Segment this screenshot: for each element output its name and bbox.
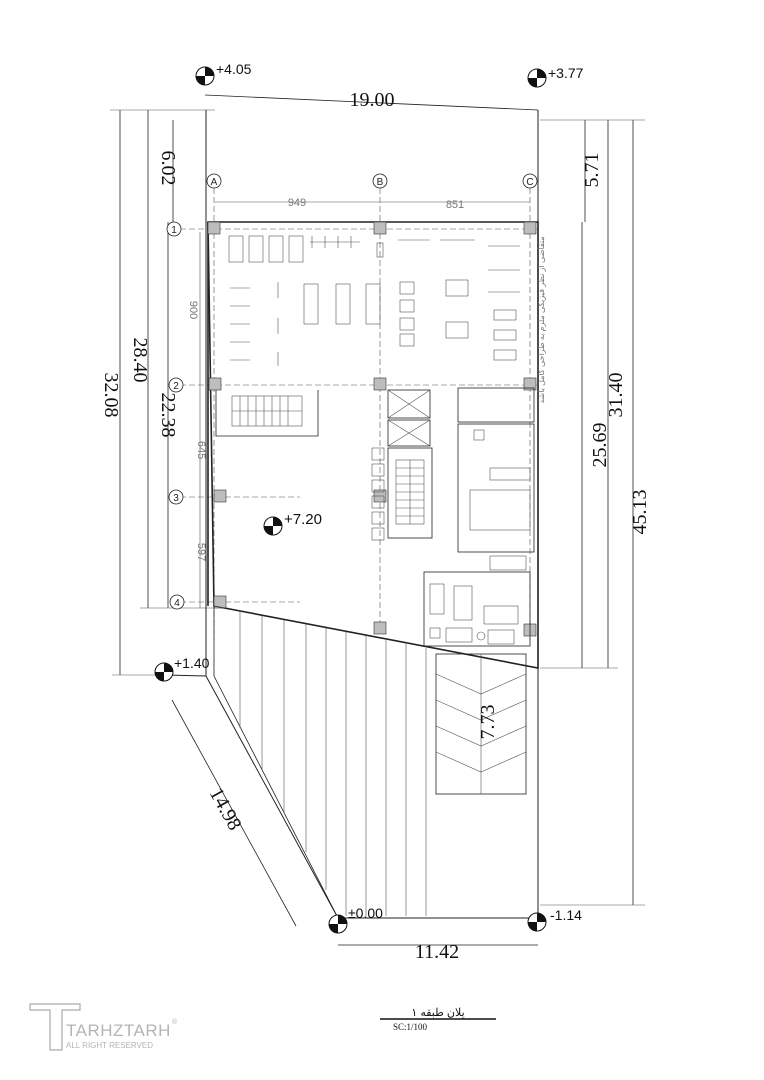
- structural-columns: [207, 221, 537, 637]
- lounge-furniture: [423, 571, 531, 647]
- level-marker-bottom-left: ±0.00: [328, 905, 383, 934]
- grid-row-1: 1: [171, 225, 177, 236]
- dim-top-width: 19.00: [350, 89, 395, 111]
- grid-col-c: C: [526, 177, 533, 188]
- plan-title: پلان طبقه ۱: [411, 1007, 464, 1019]
- grid-axes: A B C 1 2 3 4: [166, 173, 538, 640]
- svg-text:®: ®: [172, 1018, 178, 1026]
- stair-core: [215, 389, 433, 541]
- svg-text:+4.05: +4.05: [216, 61, 252, 77]
- dim-left-top: 6.02: [157, 151, 179, 186]
- dim-axis-12: 900: [187, 301, 199, 319]
- level-marker-top-left: +4.05: [195, 61, 252, 86]
- tarhztarh-logo: TARHZTARH ALL RIGHT RESERVED ®: [29, 1003, 178, 1051]
- grid-col-b: B: [377, 177, 384, 188]
- dimension-lines: 19.00 6.02 28.40 22.38 32.08 900 645 597…: [100, 89, 651, 963]
- dim-left-outer: 32.08: [100, 373, 122, 418]
- dim-left-inner: 22.38: [157, 393, 179, 438]
- level-marker-left-mid: +1.40: [154, 655, 210, 682]
- grid-col-a: A: [211, 177, 218, 188]
- svg-text:-1.14: -1.14: [550, 907, 582, 923]
- dim-right-mid: 25.69: [589, 423, 611, 468]
- service-rooms: [457, 387, 535, 571]
- dim-right-mid2: 31.40: [605, 373, 627, 418]
- dim-right-total: 45.13: [629, 490, 651, 535]
- dim-left-mid: 28.40: [129, 338, 151, 383]
- grid-row-2: 2: [173, 381, 179, 392]
- level-markers: +4.05 +3.77 +7.20 +1.40 ±0.00: [154, 61, 584, 934]
- dim-axis-23: 645: [195, 441, 207, 459]
- design-note: متقاضی از نظر فیزیکی ملزم به طراحی کامل …: [537, 236, 546, 403]
- grid-row-3: 3: [173, 493, 179, 504]
- dim-span-ab: 949: [288, 197, 306, 209]
- svg-text:+1.40: +1.40: [174, 655, 210, 671]
- gym-equipment: [228, 235, 520, 366]
- dim-diagonal: 14.98: [205, 784, 246, 834]
- grid-row-4: 4: [174, 598, 180, 609]
- logo-subtext: ALL RIGHT RESERVED: [66, 1041, 153, 1050]
- svg-text:±0.00: ±0.00: [348, 905, 383, 921]
- dim-axis-34: 597: [195, 543, 207, 561]
- level-marker-top-right: +3.77: [527, 65, 584, 88]
- logo-text: TARHZTARH: [66, 1021, 171, 1040]
- dim-parking: 7.73: [477, 705, 499, 740]
- dim-bottom-width: 11.42: [415, 941, 459, 963]
- title-block: پلان طبقه ۱ SC:1/100: [380, 1007, 496, 1032]
- dim-right-top: 5.71: [581, 153, 603, 188]
- level-marker-center: +7.20: [263, 511, 322, 536]
- plan-scale: SC:1/100: [393, 1022, 428, 1032]
- svg-text:+3.77: +3.77: [548, 65, 584, 81]
- level-marker-bottom-right: -1.14: [527, 907, 582, 932]
- parking-area: 7.73: [213, 605, 539, 919]
- svg-text:+7.20: +7.20: [284, 511, 322, 528]
- dim-span-bc: 851: [446, 199, 464, 211]
